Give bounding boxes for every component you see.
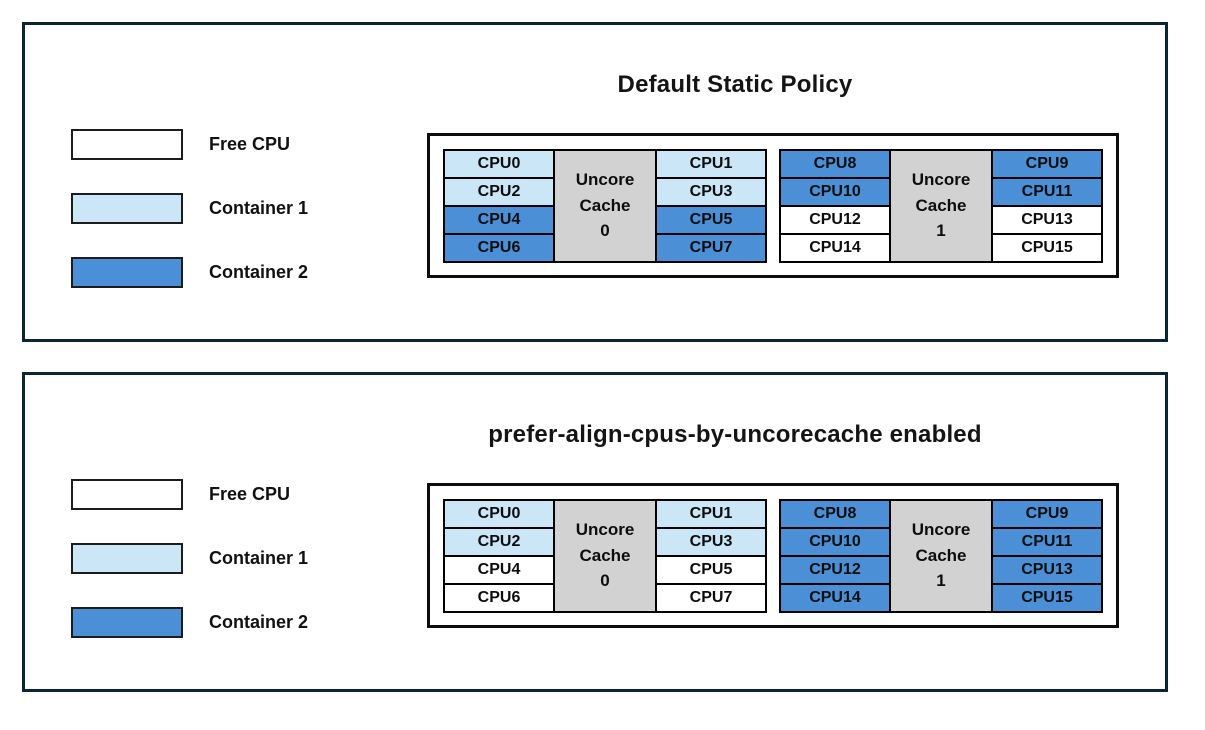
legend-swatch-free — [71, 479, 183, 510]
uncore-line: 1 — [936, 571, 946, 591]
cpu-cell: CPU7 — [655, 582, 767, 613]
legend: Free CPU Container 1 Container 2 — [71, 479, 308, 638]
legend-item-container-2: Container 2 — [71, 607, 308, 638]
legend-swatch-container-2 — [71, 607, 183, 638]
cpu-column-left: CPU0 CPU2 CPU4 CPU6 — [443, 148, 555, 263]
cpu-cell: CPU4 — [443, 554, 555, 585]
cpu-cell: CPU8 — [779, 148, 891, 179]
cpu-cell: CPU5 — [655, 554, 767, 585]
cpu-cell: CPU15 — [991, 582, 1103, 613]
uncore-line: Uncore — [575, 520, 635, 540]
uncore-line: 1 — [936, 221, 946, 241]
uncore-cache-1-box: Uncore Cache 1 — [889, 498, 993, 613]
legend-item-container-1: Container 1 — [71, 193, 308, 224]
uncore-cache-0-group: CPU0 CPU2 CPU4 CPU6 Uncore Cache 0 CPU1 … — [443, 148, 767, 263]
cpu-cell: CPU7 — [655, 232, 767, 263]
uncore-line: 0 — [600, 221, 610, 241]
legend-swatch-free — [71, 129, 183, 160]
cpu-cell: CPU12 — [779, 554, 891, 585]
legend-label: Container 2 — [209, 262, 309, 282]
cpu-column-left: CPU8 CPU10 CPU12 CPU14 — [779, 148, 891, 263]
cpu-cell: CPU6 — [443, 582, 555, 613]
cpu-column-left: CPU8 CPU10 CPU12 CPU14 — [779, 498, 891, 613]
cpu-cell: CPU0 — [443, 148, 555, 179]
cpu-column-right: CPU1 CPU3 CPU5 CPU7 — [655, 498, 767, 613]
cpu-topology-diagram: CPU0 CPU2 CPU4 CPU6 Uncore Cache 0 CPU1 … — [427, 483, 1119, 628]
uncore-line: Cache — [915, 545, 967, 565]
cpu-cell: CPU13 — [991, 554, 1103, 585]
legend-item-free-cpu: Free CPU — [71, 479, 308, 510]
cpu-cell: CPU6 — [443, 232, 555, 263]
legend-label: Container 2 — [209, 612, 309, 632]
cpu-cell: CPU9 — [991, 498, 1103, 529]
cpu-cell: CPU1 — [655, 148, 767, 179]
cpu-cell: CPU5 — [655, 204, 767, 235]
cpu-column-right: CPU9 CPU11 CPU13 CPU15 — [991, 498, 1103, 613]
legend: Free CPU Container 1 Container 2 — [71, 129, 308, 288]
uncore-line: 0 — [600, 571, 610, 591]
cpu-cell: CPU2 — [443, 176, 555, 207]
cpu-cell: CPU10 — [779, 176, 891, 207]
legend-swatch-container-1 — [71, 543, 183, 574]
uncore-cache-0-group: CPU0 CPU2 CPU4 CPU6 Uncore Cache 0 CPU1 … — [443, 498, 767, 613]
legend-swatch-container-2 — [71, 257, 183, 288]
legend-label: Free CPU — [209, 484, 291, 504]
cpu-column-left: CPU0 CPU2 CPU4 CPU6 — [443, 498, 555, 613]
legend-item-free-cpu: Free CPU — [71, 129, 308, 160]
uncore-line: Cache — [579, 545, 631, 565]
cpu-cell: CPU8 — [779, 498, 891, 529]
uncore-line: Cache — [579, 195, 631, 215]
cpu-cell: CPU11 — [991, 176, 1103, 207]
cpu-cell: CPU0 — [443, 498, 555, 529]
uncore-line: Uncore — [575, 170, 635, 190]
cpu-cell: CPU4 — [443, 204, 555, 235]
panel-title: prefer-align-cpus-by-uncorecache enabled — [488, 421, 982, 448]
uncore-line: Uncore — [911, 520, 971, 540]
panel-default-static-policy: Default Static Policy Free CPU Container… — [22, 22, 1168, 342]
uncore-cache-1-box: Uncore Cache 1 — [889, 148, 993, 263]
panel-title: Default Static Policy — [617, 71, 853, 98]
cpu-cell: CPU3 — [655, 526, 767, 557]
cpu-cell: CPU13 — [991, 204, 1103, 235]
cpu-cell: CPU12 — [779, 204, 891, 235]
uncore-line: Uncore — [911, 170, 971, 190]
uncore-line: Cache — [915, 195, 967, 215]
uncore-cache-0-box: Uncore Cache 0 — [553, 148, 657, 263]
uncore-cache-0-box: Uncore Cache 0 — [553, 498, 657, 613]
uncore-cache-1-group: CPU8 CPU10 CPU12 CPU14 Uncore Cache 1 CP… — [779, 498, 1103, 613]
cpu-cell: CPU10 — [779, 526, 891, 557]
legend-label: Free CPU — [209, 134, 291, 154]
panel-prefer-align-cpus-by-uncorecache: prefer-align-cpus-by-uncorecache enabled… — [22, 372, 1168, 692]
legend-item-container-1: Container 1 — [71, 543, 308, 574]
cpu-column-right: CPU9 CPU11 CPU13 CPU15 — [991, 148, 1103, 263]
legend-item-container-2: Container 2 — [71, 257, 308, 288]
legend-label: Container 1 — [209, 198, 309, 218]
cpu-cell: CPU14 — [779, 582, 891, 613]
cpu-topology-diagram: CPU0 CPU2 CPU4 CPU6 Uncore Cache 0 CPU1 … — [427, 133, 1119, 278]
cpu-cell: CPU9 — [991, 148, 1103, 179]
cpu-column-right: CPU1 CPU3 CPU5 CPU7 — [655, 148, 767, 263]
cpu-cell: CPU14 — [779, 232, 891, 263]
legend-swatch-container-1 — [71, 193, 183, 224]
cpu-cell: CPU3 — [655, 176, 767, 207]
uncore-cache-1-group: CPU8 CPU10 CPU12 CPU14 Uncore Cache 1 CP… — [779, 148, 1103, 263]
legend-label: Container 1 — [209, 548, 309, 568]
cpu-cell: CPU11 — [991, 526, 1103, 557]
cpu-cell: CPU1 — [655, 498, 767, 529]
cpu-cell: CPU15 — [991, 232, 1103, 263]
cpu-cell: CPU2 — [443, 526, 555, 557]
